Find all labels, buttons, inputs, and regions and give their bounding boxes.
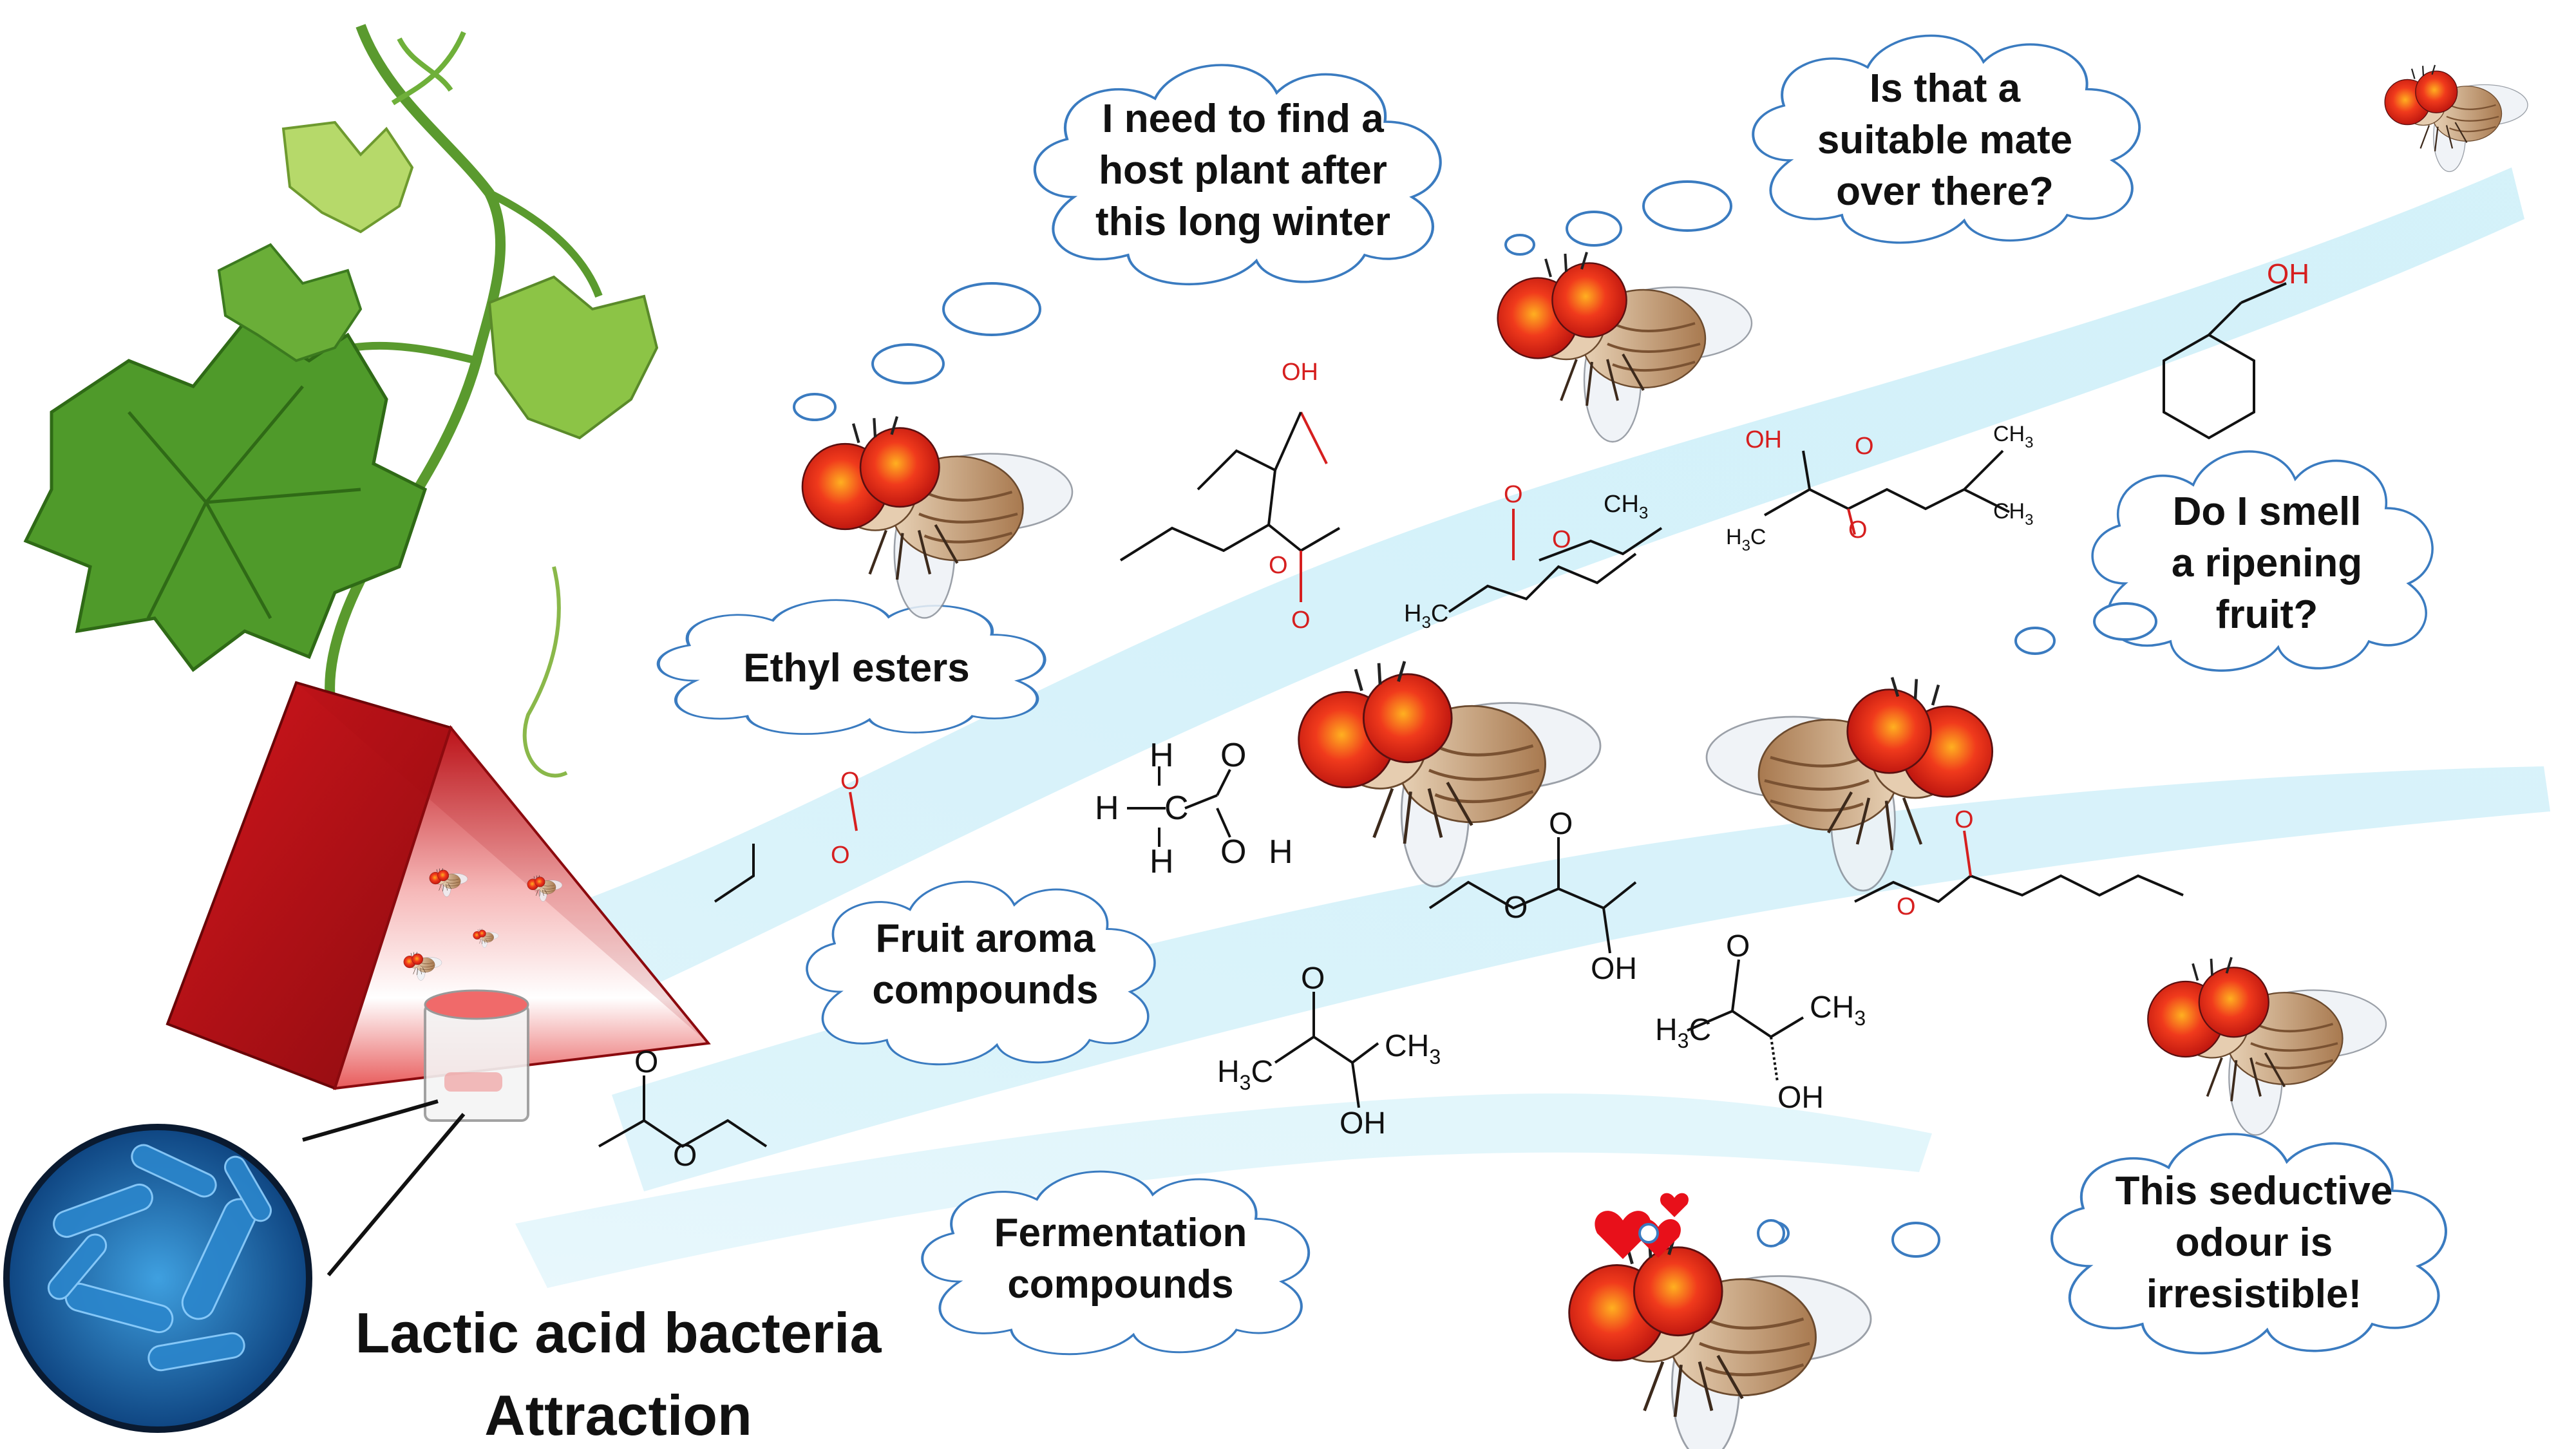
chemical-structures <box>598 282 2287 1148</box>
grapevine-icon <box>23 24 659 778</box>
fly-icon <box>1299 661 1600 887</box>
chem-label: O <box>673 1139 697 1173</box>
category-text: Fruit aroma <box>875 916 1095 961</box>
diagram-title-line2: Attraction <box>484 1383 752 1447</box>
thought-bubble-mate: Is that a suitable mate over there? <box>1504 34 2141 256</box>
label-fruit-aroma: Fruit aroma compounds <box>806 880 1156 1066</box>
chem-label: O <box>831 842 850 869</box>
bubble-text: Is that a <box>1870 66 2021 111</box>
bubble-text: Do I smell <box>2173 489 2362 534</box>
bubble-text: irresistible! <box>2146 1272 2362 1316</box>
chem-label: CH3 <box>1604 491 1648 522</box>
chem-label: H <box>1269 833 1293 871</box>
category-text: Fermentation <box>994 1211 1247 1255</box>
chem-label: OH <box>1777 1081 1824 1115</box>
chem-label: CH3 <box>1385 1029 1441 1068</box>
bacteria-icon <box>3 1099 466 1433</box>
chem-label: OH <box>1282 359 1318 386</box>
chem-label: H3C <box>1217 1055 1273 1094</box>
fly-icon <box>2146 956 2387 1137</box>
chem-label: H <box>1095 790 1119 827</box>
chem-label: H3C <box>1404 600 1448 632</box>
bubble-text: I need to find a <box>1102 97 1384 141</box>
fly-icon <box>2384 64 2529 173</box>
chem-label: CH3 <box>1993 422 2033 451</box>
label-ethyl-esters: Ethyl esters <box>658 600 1045 734</box>
chem-label: O <box>1504 891 1528 925</box>
bubble-text: a ripening <box>2172 541 2362 585</box>
diagram-title-line1: Lactic acid bacteria <box>355 1301 882 1365</box>
chem-label: O <box>840 768 860 795</box>
chem-label: O <box>1549 807 1573 841</box>
chem-label: O <box>1220 833 1246 871</box>
chem-label: O <box>1855 433 1874 460</box>
bubble-text: host plant after <box>1099 148 1387 193</box>
chem-label: O <box>634 1045 658 1079</box>
bubble-text: suitable mate <box>1817 118 2072 162</box>
chem-label: OH <box>1340 1106 1386 1141</box>
chem-label: O <box>1269 552 1288 579</box>
chem-label: O <box>1291 607 1311 634</box>
category-text: compounds <box>872 968 1098 1012</box>
chem-label: O <box>1504 481 1523 508</box>
chem-label: O <box>1552 526 1571 553</box>
chem-label: OH <box>1591 952 1637 986</box>
bubble-text: odour is <box>2175 1220 2333 1265</box>
chemical-labels: OH O O O O OH O O O O O O OH O O OH O OH… <box>634 258 2309 1173</box>
thought-bubble-ripening: Do I smell a ripening fruit? <box>2014 450 2434 672</box>
chem-label: O <box>1726 929 1750 963</box>
chem-label: H3C <box>1655 1013 1711 1052</box>
chem-label: OH <box>2267 258 2309 290</box>
chem-label: O <box>1955 806 1974 833</box>
chem-label: H <box>1150 843 1174 880</box>
category-text: Ethyl esters <box>743 646 970 690</box>
chem-label: O <box>1220 737 1246 774</box>
chem-label: O <box>1301 961 1325 996</box>
label-fermentation: Fermentation compounds <box>921 1170 1311 1356</box>
chem-label: O <box>1897 893 1916 920</box>
bubble-text: fruit? <box>2216 592 2318 637</box>
chem-label: H3C <box>1726 525 1766 554</box>
chem-label: CH3 <box>1993 499 2033 529</box>
trap-icon <box>166 681 711 1122</box>
chem-label: O <box>1848 516 1868 544</box>
fly-icon <box>802 417 1072 618</box>
chem-label: OH <box>1745 426 1782 453</box>
bubble-text: this long winter <box>1095 200 1390 244</box>
bubble-text: This seductive <box>2116 1169 2393 1213</box>
odour-plume <box>515 167 2550 1288</box>
fly-icon <box>1498 252 1752 442</box>
chem-label: C <box>1164 790 1189 827</box>
fly-icon <box>1569 1235 1871 1449</box>
thought-bubble-host-plant: I need to find a host plant after this l… <box>793 65 1441 421</box>
chem-label: CH3 <box>1810 990 1866 1030</box>
chem-label: H <box>1150 737 1174 774</box>
category-text: compounds <box>1007 1262 1233 1307</box>
bubble-text: over there? <box>1836 169 2054 214</box>
